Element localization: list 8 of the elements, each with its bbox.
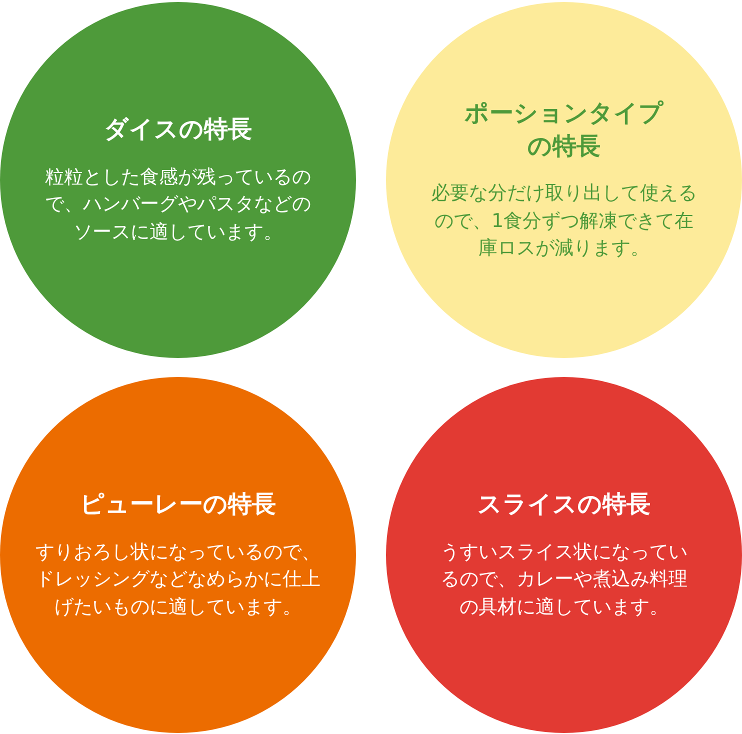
feature-description: すりおろし状になっているので、ドレッシングなどなめらかに仕上げたいものに適しています。	[34, 540, 322, 620]
heading: スライスの特長	[476, 489, 652, 520]
heading: ポーションタイプの特長	[464, 98, 664, 162]
heading: ダイスの特長	[103, 114, 253, 146]
feature-description: 必要な分だけ取り出して使えるので、1食分ずつ解凍できて在庫ロスが減ります。	[430, 181, 698, 262]
feature-description: 粒粒とした食感が残っているので、ハンバーグやパスタなどのソースに適しています。	[44, 164, 312, 245]
heading: ピューレーの特長	[79, 489, 277, 520]
feature-description: うすいスライス状になっているので、カレーや煮込み料理の具材に適しています。	[440, 540, 688, 620]
